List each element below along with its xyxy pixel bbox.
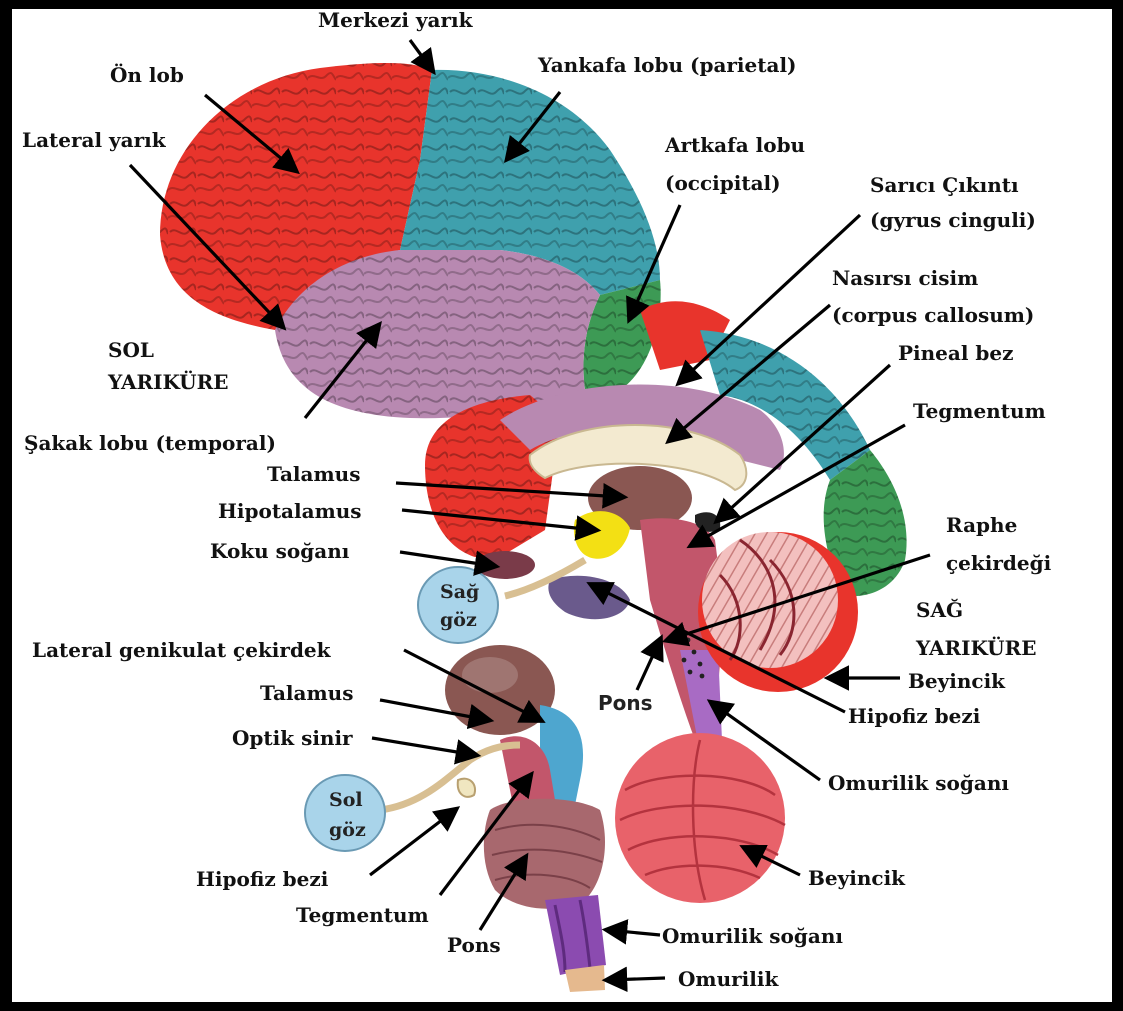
label-hipofiz-bottom: Hipofiz bezi	[196, 867, 329, 891]
label-beyincik-bottom: Beyincik	[808, 866, 906, 890]
label-lateral-yarik: Lateral yarık	[22, 128, 167, 152]
label-sol-goz-1: Sol	[329, 789, 363, 811]
label-talamus-top: Talamus	[267, 462, 360, 486]
label-sarici-cikinti: Sarıcı Çıkıntı	[870, 173, 1019, 197]
label-beyincik-top: Beyincik	[908, 669, 1006, 693]
label-sag-goz-2: göz	[440, 609, 477, 631]
label-raphe: Raphe	[946, 513, 1017, 537]
label-lateral-genikulat: Lateral genikulat çekirdek	[32, 638, 332, 662]
label-pons-bottom: Pons	[447, 933, 501, 957]
label-hipotalamus: Hipotalamus	[218, 499, 362, 523]
label-sol-yarikure: YARIKÜRE	[107, 369, 228, 394]
label-gyrus-cinguli: (gyrus cinguli)	[870, 208, 1036, 232]
label-pons-top: Pons	[598, 691, 653, 715]
label-tegmentum-top: Tegmentum	[913, 399, 1046, 423]
right-eye	[418, 567, 498, 643]
label-merkezi-yarik: Merkezi yarık	[318, 8, 474, 32]
label-omurilik-sogani-bottom: Omurilik soğanı	[662, 924, 843, 948]
label-pineal-bez: Pineal bez	[898, 341, 1014, 365]
label-yankafa-lobu: Yankafa lobu (parietal)	[537, 53, 797, 77]
label-artkafa-occipital: (occipital)	[665, 171, 781, 195]
label-sag: SAĞ	[916, 597, 963, 622]
label-koku-sogani: Koku soğanı	[210, 539, 350, 563]
label-nasirsi-cisim: Nasırsı cisim	[832, 266, 978, 290]
label-tegmentum-bottom: Tegmentum	[296, 903, 429, 927]
label-omurilik-sogani-top: Omurilik soğanı	[828, 771, 1009, 795]
label-sol-goz-2: göz	[329, 819, 366, 841]
label-raphe-cekirdegi: çekirdeği	[946, 551, 1052, 575]
label-sol: SOL	[108, 338, 154, 362]
label-artkafa-lobu: Artkafa lobu	[664, 133, 805, 157]
label-talamus-bottom: Talamus	[260, 681, 353, 705]
label-optik-sinir: Optik sinir	[232, 726, 353, 750]
left-hemisphere-illustration	[160, 63, 661, 418]
label-sakak-lobu: Şakak lobu (temporal)	[24, 431, 276, 455]
label-corpus-callosum: (corpus callosum)	[832, 303, 1034, 327]
label-sag-yarikure: YARIKÜRE	[915, 635, 1036, 660]
pituitary-lower	[458, 779, 475, 797]
label-on-lob: Ön lob	[110, 62, 184, 87]
hypothalamus-medial	[574, 511, 630, 559]
optic-nerve-left	[380, 745, 520, 810]
label-sag-goz-1: Sağ	[440, 581, 479, 603]
label-hipofiz-top: Hipofiz bezi	[848, 704, 981, 728]
label-omurilik: Omurilik	[678, 967, 779, 991]
